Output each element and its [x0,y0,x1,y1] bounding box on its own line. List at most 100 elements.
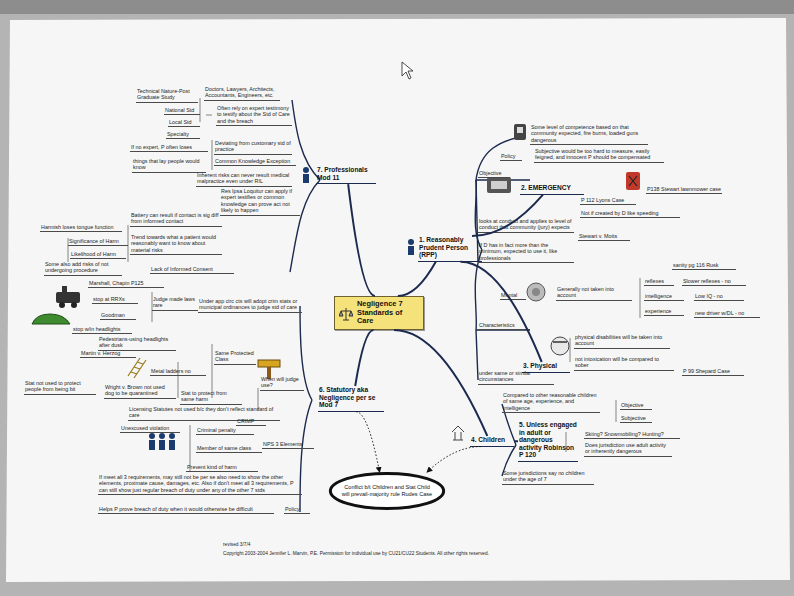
branch-lines [290,100,530,512]
main-topic: 2. EMERGENCY [520,184,584,195]
branch-label: Common Knowledge Exception [214,158,296,166]
branch-label: not intoxication will be compared to sob… [574,356,674,371]
branch-label: Some jurisdictions say no children under… [502,470,594,485]
main-topic: 6. Statutory aka Negligence per se Mod 7 [318,386,384,412]
branch-line [476,136,526,180]
person-icon [303,174,309,183]
topic-text: 5. Unless engaged in adult or dangerous … [519,421,577,458]
branch-label: sanity pg 116 Rusk [672,262,736,270]
phone-icon [517,127,523,133]
branch-label: Wright v. Brown not used dog to be quara… [104,384,176,399]
branch-label: Copyright 2003-2004 Jennifer L. Marvin, … [222,551,602,558]
branch-label: Same Protected Class [214,350,256,365]
train-icon [59,302,65,308]
main-topic: 4. Children [470,436,514,447]
branch-label: P 99 Shepard Case [682,368,744,376]
callout-oval: Conflict b/t Children and Stat Child wil… [328,472,446,510]
branch-label: Objective [478,170,510,178]
branch-label: Local Std [168,119,200,127]
phone-icon [514,124,526,140]
branch-label: physical disabilities will be taken into… [574,334,670,349]
branch-label: revised 3/7/4 [222,542,266,549]
branch-label: experience [644,308,684,316]
branch-connector [472,195,543,236]
branch-label: Often rely on expert testimony to testif… [216,105,292,126]
branch-label: Res Ipsa Loquitur can apply if expert te… [220,188,300,216]
people-icon [149,433,155,439]
branch-label: If D has in fact more than the minimum, … [478,242,574,263]
people-icon [149,440,155,450]
branch-label: Does jurisdiction use adult activity or … [584,442,672,457]
scale-icon [339,307,353,321]
branch-connector [514,440,518,442]
dotted-relationship [356,412,380,472]
branch-label: Martin v. Herzog [80,350,136,358]
branch-label: Subjective [620,415,652,423]
branch-label: Subjective would be too hard to measure,… [534,148,664,163]
branch-label: Goodman [100,312,136,320]
branch-line [300,400,312,512]
car-icon [32,314,70,324]
branch-connector [394,330,487,436]
branch-label: Inherent risks can never result medical … [196,172,292,187]
branch-connector [348,184,375,296]
people-icon [169,433,175,439]
main-topic: 1. Reasonably Prudent Person (RPP) [418,236,482,262]
branch-label: Skiing? Snowmobiling? Hunting? [584,431,680,439]
branch-label: Judge made laws rare [152,296,198,311]
gas-can-icon [629,176,637,186]
branch-label: Battery can result if contact is sig dif… [130,212,222,227]
people-icon [169,440,175,450]
branch-label: Harmish loses tongue function [40,224,122,232]
leader-lines [68,98,640,472]
branch-label: Some level of competence based on that c… [530,124,648,145]
topic-text: 2. EMERGENCY [521,184,571,191]
topic-text: 4. Children [471,436,505,443]
dotted-relationship [427,447,481,472]
swing-icon [452,426,464,440]
branch-label: Stat not used to protect people from bei… [24,380,96,395]
branch-label: P138 Stewart lawnmower case [646,186,722,194]
branch-label: intelligence [644,293,684,301]
branch-label: Objective [620,402,652,410]
branch-label: Trend towards what a patient would reaso… [130,234,222,255]
topic-text: 3. Physical [523,362,557,369]
branch-label: Unexcused violation [120,425,180,433]
brain-icon [527,283,545,301]
branch-label: Low IQ - no [694,293,744,301]
train-icon [71,302,77,308]
oval-outline [330,474,443,509]
gavel-icon [258,360,280,367]
top-band [0,0,794,14]
branch-label: Criminal penalty [196,427,254,435]
central-topic: Negligence 7 Standards of Care [334,296,424,330]
branch-label: Technical Nature-Post Graduate Study [136,88,198,103]
branch-label: Prevent kind of harm [186,464,258,472]
ladder-icon [128,358,146,378]
branch-label: NPS 3 Elements [262,441,314,449]
branch-label: Generally not taken into account [556,286,632,301]
topic-text: 7. Professionals Mod 11 [317,166,368,181]
branch-label: Pedestrians-using headlights after dusk [98,336,176,351]
topic-text: Conflict b/t Children and Stat Child wil… [340,484,434,497]
branch-connector [398,262,436,296]
branch-label: Metal ladders no [150,368,206,376]
branch-label: Significance of Harm [68,238,128,246]
mouse-cursor [402,62,413,79]
branch-label: things that lay people would know [132,158,206,173]
people-icon [159,433,165,439]
branch-label: Member of same class [196,445,262,453]
branch-label: Stat to protect from same harm [180,390,242,405]
person-icon [303,167,309,173]
branch-label: Policy [500,153,522,161]
branch-label: Doctors, Lawyers, Architects, Accountant… [204,86,280,101]
face-icon [553,341,567,343]
branch-label: Characteristics [478,322,530,330]
branch-connector [355,330,373,386]
branch-label: Licensing Statutes not used b/c they don… [128,406,280,421]
person-icon [408,239,414,245]
branch-label: Policy [284,506,310,514]
branch-label: reflexes [644,278,674,286]
